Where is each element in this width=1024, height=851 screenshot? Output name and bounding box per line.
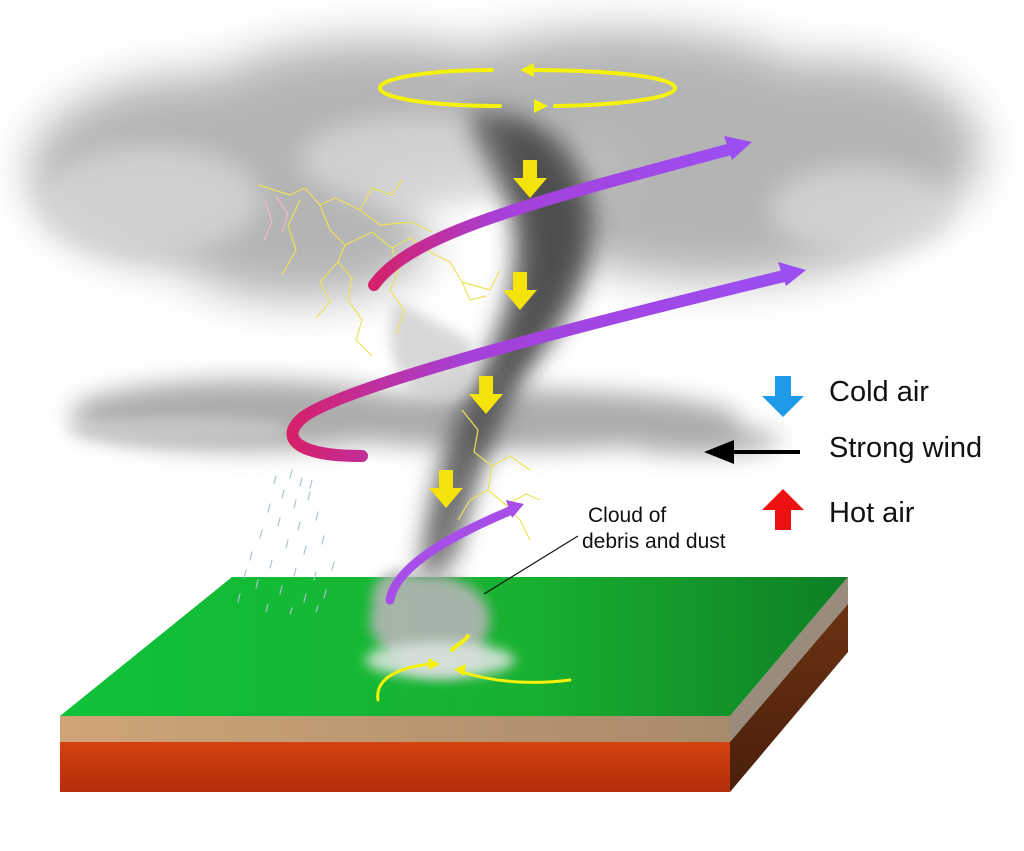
spiral-band-top <box>368 142 741 291</box>
bedrock-layer-front <box>60 742 730 792</box>
legend-strong-wind-label: Strong wind <box>829 432 983 464</box>
spiral-band-middle <box>286 269 794 462</box>
soil-layer-front <box>60 716 730 742</box>
spiral-updraft <box>286 136 806 605</box>
debris-label-line1: Cloud of <box>588 504 667 527</box>
spiral-arrowhead-icon <box>778 262 806 286</box>
debris-label-line2: debris and dust <box>582 530 726 553</box>
downdraft-arrow-icon <box>469 376 503 414</box>
storm-cloud <box>30 30 980 454</box>
ground-swirl <box>376 634 572 702</box>
soil-layer-side <box>730 577 848 742</box>
bedrock-layer-side <box>730 604 848 792</box>
rotation-ellipse <box>377 63 678 113</box>
downdraft-arrow-icon <box>503 272 537 310</box>
debris-pointer-line <box>483 535 579 595</box>
debris-label: Cloud of debris and dust <box>582 503 726 555</box>
lightning <box>257 179 541 541</box>
rain-streaks <box>237 469 335 615</box>
legend-hot-air-label: Hot air <box>829 497 915 529</box>
legend-cold-air-label: Cold air <box>829 376 929 408</box>
downdraft-arrows <box>429 160 547 508</box>
hot-air-arrow-icon <box>762 489 804 530</box>
legend-icons <box>704 376 804 530</box>
downdraft-arrow-icon <box>513 160 547 198</box>
downdraft-arrow-icon <box>429 470 463 508</box>
strong-wind-arrow-icon <box>704 440 800 464</box>
cold-air-arrow-icon <box>762 376 804 417</box>
spiral-arrowhead-icon <box>506 500 524 518</box>
spiral-band-lower <box>385 505 517 605</box>
spiral-arrowhead-icon <box>724 136 752 160</box>
